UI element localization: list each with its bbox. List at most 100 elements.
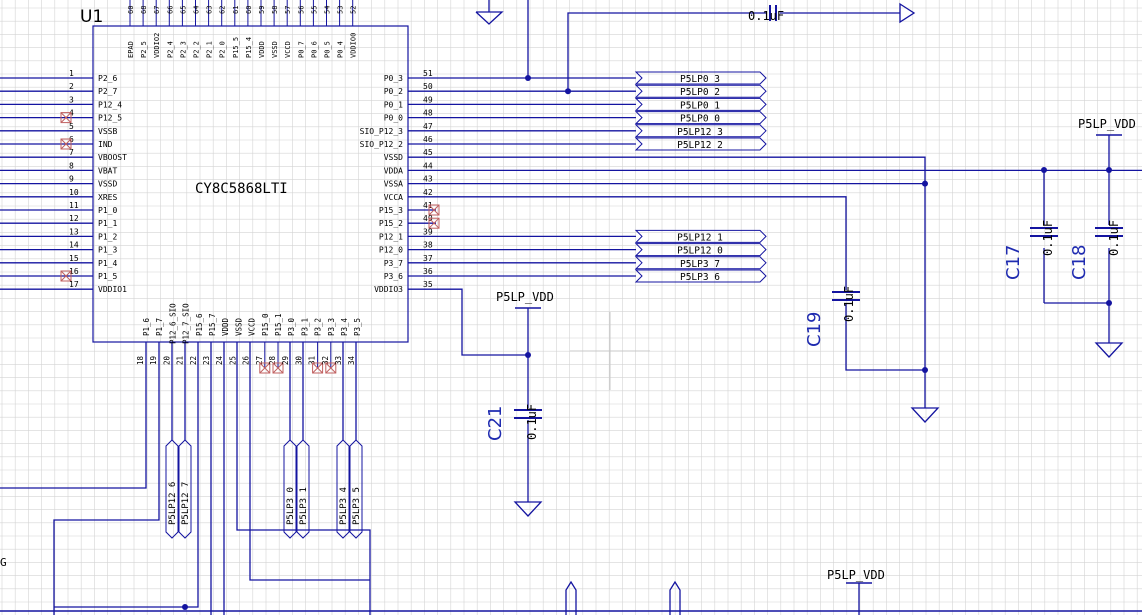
ground-symbol	[910, 407, 940, 423]
bottom-pin-number: 33	[334, 356, 343, 365]
capacitor-c19[interactable]: C19 0.1uF	[804, 286, 856, 347]
bottom-pin-name: P3_5	[353, 318, 362, 336]
left-pin-number: 7	[69, 148, 74, 157]
bottom-pin-name: VDDD	[221, 317, 230, 336]
net-label-right[interactable]: P5LP0 0	[634, 111, 767, 125]
net-label-text: P5LP0 2	[680, 87, 720, 98]
right-pin-name: VSSA	[384, 180, 403, 189]
ic-refdes: U1	[80, 7, 103, 27]
left-pin-number: 1	[69, 69, 74, 78]
no-connect-x	[325, 362, 337, 374]
top-pin-number: 54	[324, 6, 332, 14]
capacitor-c18-value: 0.1uF	[1107, 220, 1121, 256]
top-pin-name: P0_5	[324, 41, 332, 58]
no-connect-x	[312, 362, 323, 374]
top-pin-name: EPAD	[127, 41, 135, 58]
left-pin-name: P1_3	[98, 246, 117, 255]
no-connect-x	[259, 362, 271, 374]
left-pin-number: 2	[69, 82, 74, 91]
left-pin-name: XRES	[98, 193, 117, 202]
left-pin-number: 12	[69, 214, 79, 223]
net-label-bottom[interactable]: P5LP3 5	[349, 439, 363, 539]
right-pin-name: P0_2	[384, 87, 403, 96]
bottom-pin-name: P3_4	[340, 317, 349, 336]
left-pin-name: IND	[98, 140, 113, 149]
cropped-label: G	[0, 556, 7, 569]
bottom-pin-number: 27	[255, 356, 264, 365]
top-pin-number: 67	[153, 6, 161, 14]
net-label-flag	[336, 439, 350, 539]
top-pin-number: 52	[350, 6, 358, 14]
wire	[249, 342, 370, 581]
net-label-bottom[interactable]: P5LP3 0	[283, 439, 297, 539]
net-label-text: P5LP3 5	[352, 487, 362, 525]
capacitor-c17[interactable]: C17 0.1uF	[1003, 220, 1055, 280]
net-label-bottom[interactable]: P5LP3 4	[336, 439, 350, 539]
no-connect-x	[60, 112, 72, 123]
no-connect-x	[428, 204, 440, 216]
bottom-pin-number: 23	[202, 356, 211, 365]
net-label-bottom[interactable]: P5LP12 7	[178, 439, 192, 539]
net-label-bottom[interactable]: P5LP12 6	[165, 439, 179, 539]
wire	[436, 156, 926, 408]
bottom-pin-name: P3_0	[287, 317, 296, 336]
net-label-right[interactable]: P5LP0 3	[634, 71, 767, 85]
power-label-vdd-1: P5LP_VDD	[1078, 117, 1136, 131]
left-pin-number: 15	[69, 254, 79, 263]
left-pin-number: 3	[69, 95, 74, 104]
net-label-right[interactable]: P5LP0 1	[634, 97, 767, 111]
top-pin-name: P2_2	[193, 41, 201, 58]
top-pin-number: 60	[245, 6, 253, 14]
capacitor-c21[interactable]: C21 0.1uF	[485, 404, 539, 441]
bottom-pin-name: P15_1	[274, 313, 283, 336]
right-pin-name: VDDA	[384, 166, 403, 175]
net-label-right[interactable]: P5LP3 6	[634, 269, 767, 283]
net-label-right[interactable]: P5LP12 2	[634, 137, 767, 151]
wire	[565, 580, 577, 615]
net-label-text: P5LP3 6	[680, 272, 720, 283]
wire	[567, 12, 766, 92]
ground-symbol	[513, 501, 543, 517]
ic-u1[interactable]: U1 CY8C5868LTI 1P2_62P2_73P12_44P12_55VS…	[0, 0, 440, 374]
left-pin-number: 9	[69, 175, 74, 184]
net-label-right[interactable]: P5LP0 2	[634, 84, 767, 98]
right-pin-name: P0_1	[384, 100, 403, 109]
bottom-pin-number: 30	[294, 355, 303, 365]
net-label-flag	[165, 439, 179, 539]
right-pin-number: 48	[423, 109, 433, 118]
net-label-bottom[interactable]: P5LP3 1	[296, 439, 310, 539]
bottom-pin-name: P3_3	[327, 318, 336, 336]
net-label-right[interactable]: P5LP12 3	[634, 124, 767, 138]
net-label-right[interactable]: P5LP12 1	[634, 229, 767, 243]
top-pin-number: 56	[297, 6, 305, 14]
net-label-right[interactable]: P5LP3 7	[634, 256, 767, 270]
net-label-text: P5LP3 0	[286, 487, 296, 525]
capacitor-c18[interactable]: C18 0.1uF	[1069, 220, 1121, 280]
capacitor-c21-value: 0.1uF	[525, 404, 539, 440]
capacitor-c19-ref: C19	[804, 312, 825, 347]
bottom-pin-number: 29	[281, 356, 290, 365]
left-pin-number: 11	[69, 201, 79, 210]
capacitor-c21-ref: C21	[485, 406, 506, 441]
left-pin-name: VBOOST	[98, 153, 127, 162]
wire	[54, 342, 199, 608]
left-pin-name: VSSD	[98, 180, 117, 189]
right-pin-number: 49	[423, 95, 433, 104]
left-pin-name: P1_5	[98, 272, 117, 281]
bottom-pin-number: 19	[149, 356, 158, 365]
net-label-right[interactable]: P5LP12 0	[634, 243, 767, 257]
right-pin-number: 39	[423, 227, 433, 236]
wire	[53, 342, 160, 615]
right-pin-name: P0_0	[384, 114, 403, 123]
right-pin-name: P15_2	[379, 219, 403, 228]
net-label-text: P5LP12 2	[677, 140, 723, 151]
bottom-pin-name: P15_0	[261, 313, 270, 336]
capacitor-c17-ref: C17	[1003, 245, 1024, 280]
junction-dot	[1041, 167, 1047, 173]
left-pin-number: 10	[69, 188, 79, 197]
capacitor-c18-ref: C18	[1069, 245, 1090, 280]
left-pin-name: P1_1	[98, 219, 117, 228]
no-connect-marker	[60, 112, 72, 124]
top-pin-name: VCCD	[284, 41, 292, 58]
capacitor-top[interactable]: 0.1uF	[748, 9, 784, 23]
